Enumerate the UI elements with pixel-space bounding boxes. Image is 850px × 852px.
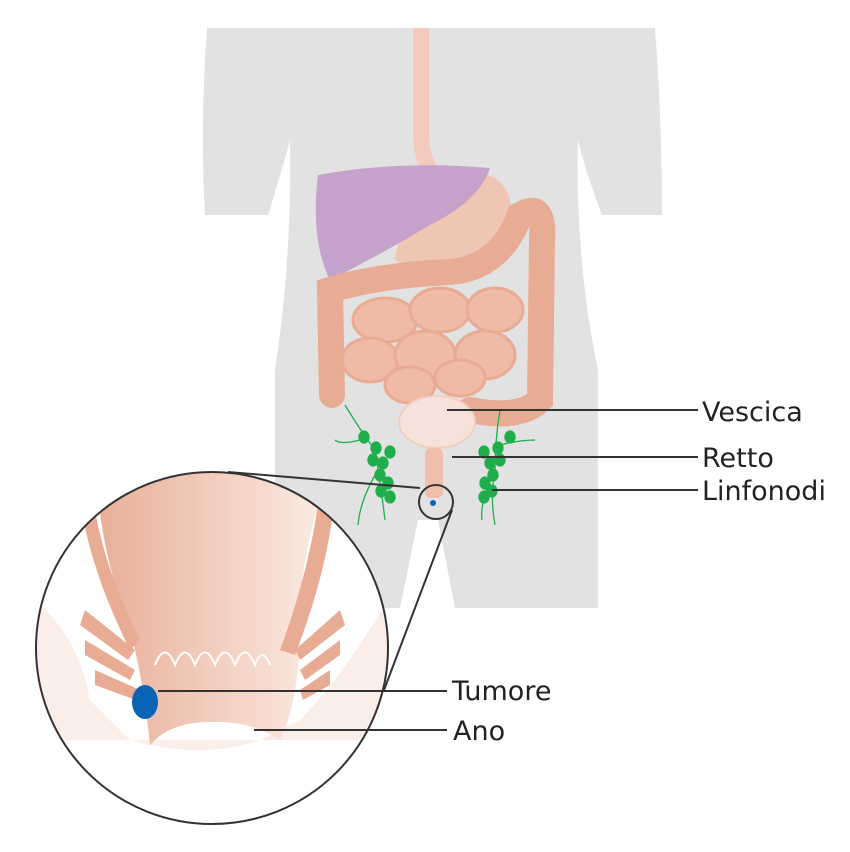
- small-intestine: [340, 286, 525, 405]
- inset-circle: [35, 471, 389, 825]
- rectum: [425, 448, 443, 498]
- lymph-nodes: [334, 404, 536, 526]
- anal-canal-inset: [36, 472, 388, 824]
- large-intestine: [316, 198, 556, 427]
- liver: [315, 165, 490, 280]
- bladder: [398, 395, 476, 449]
- zoom-connector-top: [227, 471, 421, 489]
- label-bladder: Vescica: [702, 397, 803, 428]
- tumor-marker: [430, 500, 436, 506]
- zoom-connector-bottom: [383, 509, 453, 691]
- label-rectum: Retto: [702, 443, 774, 474]
- label-tumor: Tumore: [451, 676, 551, 707]
- stomach: [395, 173, 511, 269]
- tumor: [132, 685, 158, 719]
- label-anus: Ano: [453, 716, 505, 747]
- label-lymph-nodes: Linfonodi: [702, 476, 826, 507]
- zoom-source-circle: [418, 484, 454, 520]
